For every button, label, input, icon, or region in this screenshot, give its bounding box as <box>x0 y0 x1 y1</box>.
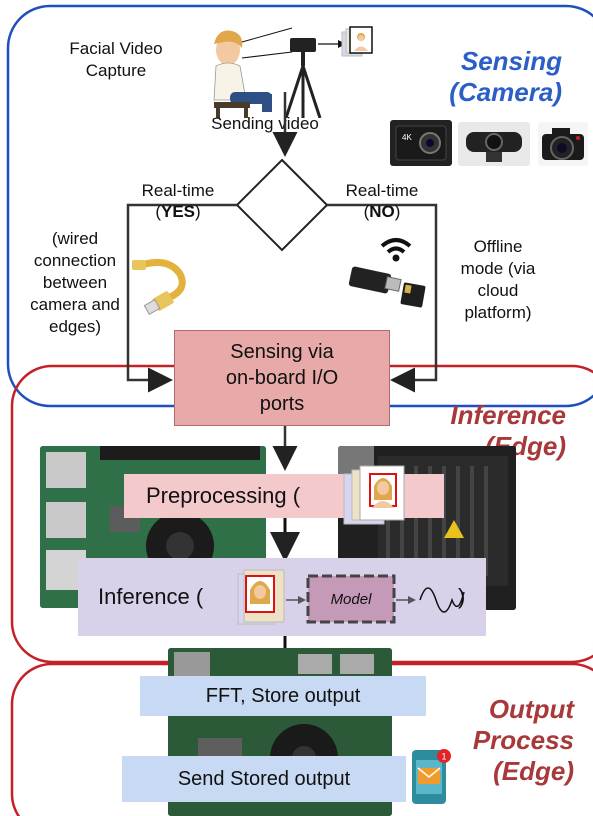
io-box-line: ports <box>259 393 305 415</box>
inference-close: ) <box>458 584 466 609</box>
output-title-line1: Output <box>488 694 574 724</box>
person-tripod-illustration <box>213 27 346 118</box>
output-title: Output Process (Edge) <box>440 694 574 788</box>
inference-title: Inference (Edge) <box>400 400 566 462</box>
io-ports-box: Sensing via on-board I/O ports <box>174 330 390 426</box>
usb-sd-wifi-icon <box>348 238 426 308</box>
inference-label: Inference ( <box>98 584 204 609</box>
realtime-yes-prefix: Real-time <box>141 181 215 200</box>
wired-note-line: between <box>42 273 108 293</box>
offline-mode-note: Offline mode (via cloud platform) <box>448 236 548 324</box>
sensing-title-line2: (Camera) <box>449 77 562 108</box>
offline-note-line: platform) <box>464 303 532 323</box>
inference-title-line1: Inference <box>450 400 566 430</box>
realtime-no-path <box>327 203 438 393</box>
wired-connection-note: (wired connection between camera and edg… <box>14 228 136 338</box>
offline-note-line: cloud <box>477 281 519 301</box>
wired-note-line: (wired <box>51 229 99 248</box>
io-box-line: on-board I/O <box>225 367 339 389</box>
action-camera-photo: 4K <box>390 120 452 166</box>
decision-diamond <box>235 158 329 252</box>
webcam-photo <box>458 122 530 166</box>
wired-note-line: connection <box>33 251 117 271</box>
sensing-title-line1: Sensing <box>460 46 562 76</box>
ethernet-cable-icon <box>132 258 186 316</box>
realtime-no-label: Real-time (NO) <box>326 180 438 223</box>
wired-note-line: edges) <box>49 317 101 337</box>
realtime-yes-path <box>126 203 237 393</box>
capture-line2: Capture <box>85 61 147 81</box>
capture-line1: Facial Video <box>69 39 163 58</box>
realtime-no-value: NO <box>369 202 395 222</box>
output-title-line3: (Edge) <box>493 756 574 787</box>
dslr-camera-photo <box>538 122 588 166</box>
sending-video-label: Sending video <box>211 114 319 133</box>
facial-video-capture-label: Facial Video Capture <box>56 38 176 82</box>
io-box-line: Sensing via <box>230 341 334 363</box>
realtime-yes-label: Real-time (YES) <box>120 180 236 223</box>
preprocessing-label: Preprocessing ( <box>146 483 301 508</box>
mail-notification-icon: 1 <box>412 749 451 804</box>
offline-note-line: mode (via <box>460 259 536 279</box>
video-frames-icon <box>341 26 373 57</box>
offline-note-line: Offline <box>473 237 523 256</box>
realtime-no-prefix: Real-time <box>345 181 419 200</box>
output-title-line2: Process <box>472 725 574 756</box>
wired-note-line: camera and <box>30 295 120 315</box>
fft-store-output-box: FFT, Store output <box>140 676 426 716</box>
camera-badge: 4K <box>402 133 412 142</box>
preprocessing-frames-icon <box>343 465 405 525</box>
inference-pipeline-graphic: Model <box>237 569 465 625</box>
sensing-title: Sensing (Camera) <box>400 46 562 108</box>
model-label: Model <box>331 591 373 608</box>
realtime-yes-value: YES <box>160 202 196 222</box>
notification-count: 1 <box>441 752 446 762</box>
send-stored-output-box: Send Stored output <box>122 756 406 802</box>
